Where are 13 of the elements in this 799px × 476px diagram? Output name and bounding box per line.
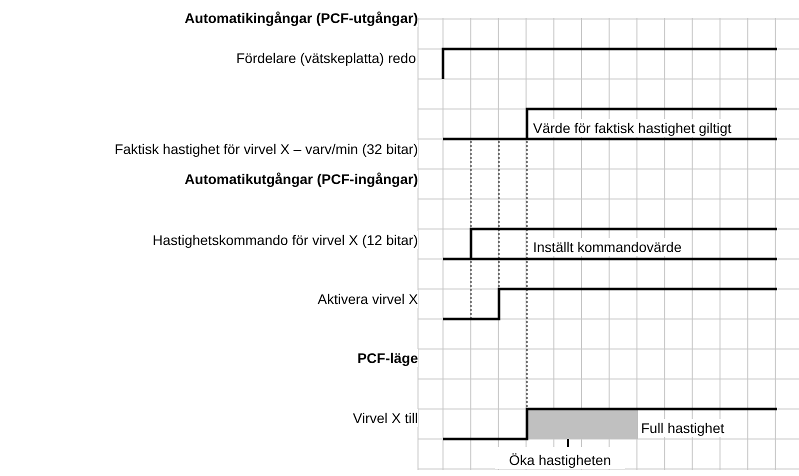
section-heading: Automatikutgångar (PCF-ingångar)	[184, 170, 418, 188]
signal-name: Virvel X till	[352, 409, 418, 427]
signal-state-label: Full hastighet	[641, 419, 724, 437]
ramp-region	[527, 409, 638, 439]
signal-name: Hastighetskommando för virvel X (12 bitar)	[152, 231, 418, 249]
signal-state-label: Värde för faktisk hastighet giltigt	[533, 119, 732, 137]
section-heading: Automatikingångar (PCF-utgångar)	[184, 9, 418, 27]
signal-name: Aktivera virvel X	[318, 290, 418, 308]
section-heading: PCF-läge	[357, 349, 418, 367]
leader-line	[567, 439, 569, 447]
annotation-label: Öka hastigheten	[495, 447, 625, 469]
signal-state-label: Inställt kommandovärde	[533, 238, 682, 256]
signal-name: Faktisk hastighet för virvel X – varv/min (32 bitar)	[114, 140, 418, 158]
